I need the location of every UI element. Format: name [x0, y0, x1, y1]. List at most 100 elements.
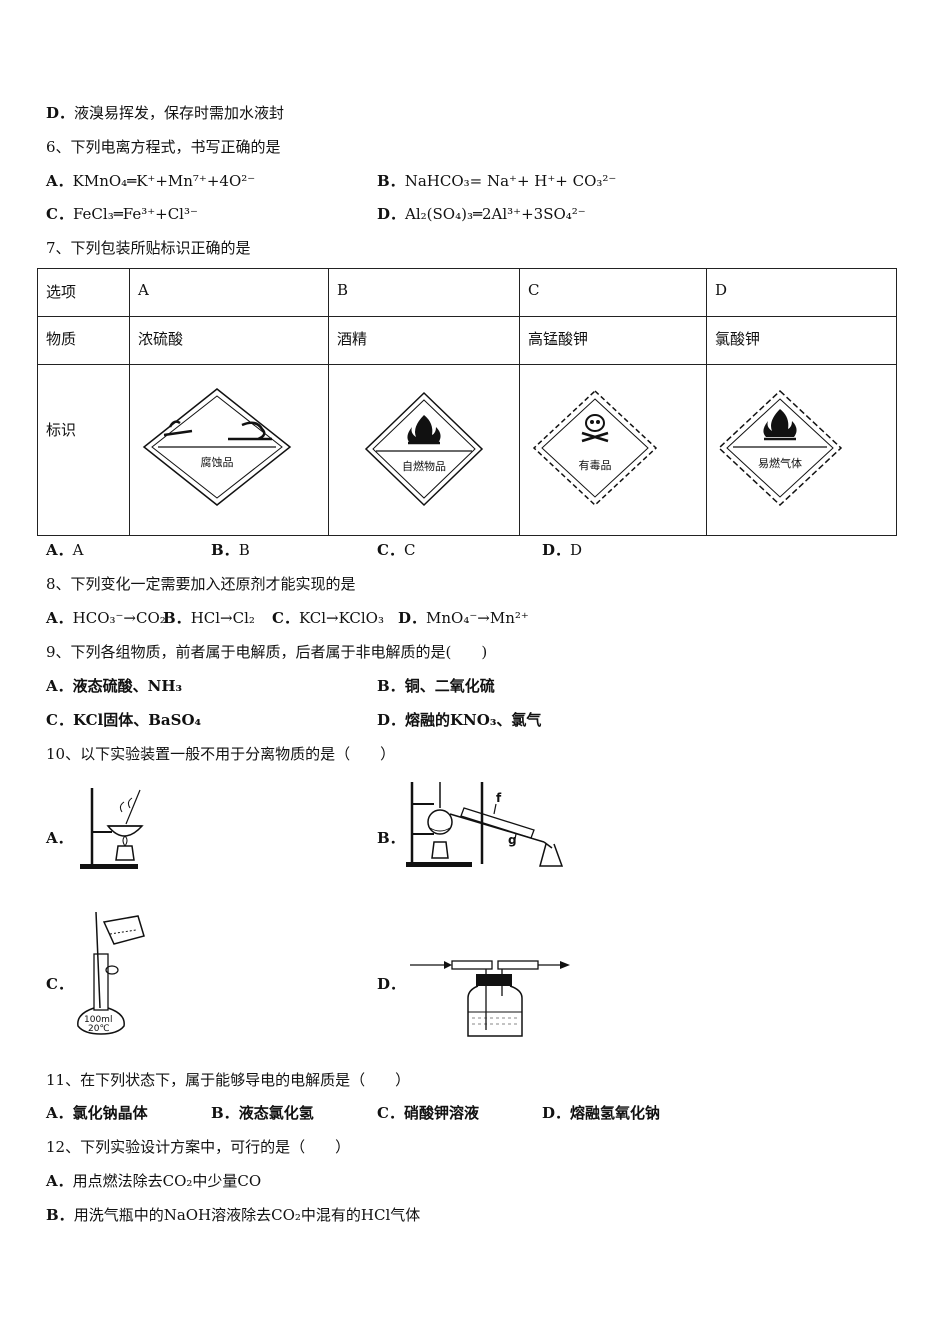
option-label: A． [46, 609, 73, 627]
flammable-gas-icon: 易燃气体 [717, 389, 843, 507]
option-text: 铜、二氧化硫 [404, 677, 495, 695]
q6-option-c: C．FeCl₃═Fe³⁺+Cl³⁻ [46, 204, 198, 224]
option-text: Al₂(SO₄)₃═2Al³⁺+3SO₄²⁻ [405, 205, 586, 223]
table-cell: 选项 [37, 268, 130, 317]
option-text: KCl固体、BaSO₄ [72, 711, 202, 729]
q11-option-a: A．氯化钠晶体 [46, 1103, 148, 1123]
corrosive-hazard-icon: 腐蚀品 [142, 388, 292, 506]
q11-option-c: C．硝酸钾溶液 [377, 1103, 479, 1123]
option-c-cell: C [528, 281, 540, 299]
option-label: A． [46, 1172, 73, 1190]
option-label: B． [211, 1104, 239, 1122]
q6-option-a: A．KMnO₄═K⁺+Mn⁷⁺+4O²⁻ [46, 171, 255, 191]
q5-option-d: D．液溴易挥发，保存时需加水液封 [46, 103, 284, 123]
option-text: HCO₃⁻→CO₂ [72, 609, 166, 627]
mark-g: g [508, 833, 517, 847]
option-label: B． [163, 609, 191, 627]
substance-a: 浓硫酸 [138, 330, 184, 348]
option-label: B． [377, 172, 405, 190]
option-text: A [72, 541, 84, 559]
table-cell: 易燃气体 [706, 364, 897, 536]
q9-stem: 9、下列各组物质，前者属于电解质，后者属于非电解质的是( ) [46, 643, 488, 661]
toxic-label: 有毒品 [579, 458, 612, 472]
q9-option-d: D．熔融的KNO₃、氯气 [377, 710, 541, 730]
q8-option-a: A．HCO₃⁻→CO₂ [46, 608, 166, 628]
substance-d: 氯酸钾 [715, 330, 761, 348]
q7-answer-b: B．B [211, 540, 250, 560]
table-cell: 高锰酸钾 [519, 316, 707, 365]
option-label: C． [272, 609, 299, 627]
table-cell: 浓硫酸 [129, 316, 329, 365]
option-text: 液态氯化氢 [238, 1104, 314, 1122]
mark-f: f [496, 791, 502, 805]
option-label: C． [46, 711, 73, 729]
q8-option-b: B．HCl→Cl₂ [163, 608, 255, 628]
table-cell: 氯酸钾 [706, 316, 897, 365]
q9-option-a: A．液态硫酸、NH₃ [46, 676, 182, 696]
option-text: 液态硫酸、NH₃ [72, 677, 183, 695]
table-cell: D [706, 268, 897, 317]
q10-label-c: C． [46, 975, 73, 993]
option-text: FeCl₃═Fe³⁺+Cl³⁻ [72, 205, 198, 223]
option-label: D． [398, 609, 427, 627]
row-header-option: 选项 [46, 283, 77, 301]
q6-stem: 6、下列电离方程式，书写正确的是 [46, 138, 281, 156]
option-text: D [570, 541, 583, 559]
q11-stem: 11、在下列状态下，属于能够导电的电解质是（ ） [46, 1071, 411, 1089]
option-label: B． [377, 677, 405, 695]
spontaneous-combustion-icon: 自燃物品 [364, 391, 484, 507]
row-header-substance: 物质 [46, 330, 77, 348]
option-text: 硝酸钾溶液 [403, 1104, 479, 1122]
option-d-cell: D [715, 281, 728, 299]
option-label: D． [542, 541, 571, 559]
substance-b: 酒精 [337, 330, 368, 348]
q6-option-b: B．NaHCO₃= Na⁺+ H⁺+ CO₃²⁻ [377, 171, 616, 191]
q6-option-d: D．Al₂(SO₄)₃═2Al³⁺+3SO₄²⁻ [377, 204, 586, 224]
option-label: A． [46, 172, 73, 190]
q8-option-c: C．KCl→KClO₃ [272, 608, 384, 628]
table-cell: 自燃物品 [328, 364, 520, 536]
option-label: C． [377, 1104, 404, 1122]
flask-volume-mark: 100ml [84, 1015, 112, 1025]
q7-answer-a: A．A [46, 540, 83, 560]
row-header-label: 标识 [46, 421, 77, 439]
option-text: 液溴易挥发，保存时需加水液封 [74, 104, 285, 122]
option-text: 氯化钠晶体 [72, 1104, 148, 1122]
q12-option-a: A．用点燃法除去CO₂中少量CO [46, 1171, 261, 1191]
option-text: HCl→Cl₂ [190, 609, 255, 627]
option-label: A． [46, 1104, 73, 1122]
evaporation-apparatus-icon [80, 788, 144, 869]
distillation-apparatus-icon: f g [406, 782, 564, 867]
option-label: C． [377, 541, 404, 559]
option-text: NaHCO₃= Na⁺+ H⁺+ CO₃²⁻ [404, 172, 617, 190]
option-label: B． [46, 1206, 74, 1224]
option-label: C． [46, 205, 73, 223]
option-a-cell: A [138, 281, 149, 299]
table-cell: 有毒品 [519, 364, 707, 536]
option-label: A． [46, 541, 73, 559]
option-text: C [403, 541, 416, 559]
gas-washing-bottle-icon [410, 960, 570, 1037]
q10-label-a: A． [46, 829, 73, 847]
q9-option-b: B．铜、二氧化硫 [377, 676, 495, 696]
q7-table: 选项 A B C D 物质 浓硫酸 酒精 高锰酸钾 氯酸钾 标识 腐蚀品 自燃物… [37, 268, 897, 536]
q10-label-d: D． [377, 975, 406, 993]
table-cell: 标识 [37, 364, 130, 536]
table-cell: A [129, 268, 329, 317]
volumetric-flask-icon: 100ml 20℃ [77, 911, 145, 1035]
q12-option-b: B．用洗气瓶中的NaOH溶液除去CO₂中混有的HCl气体 [46, 1205, 420, 1225]
q9-option-c: C．KCl固体、BaSO₄ [46, 710, 201, 730]
option-text: 用洗气瓶中的NaOH溶液除去CO₂中混有的HCl气体 [73, 1206, 421, 1224]
q10-stem: 10、以下实验装置一般不用于分离物质的是（ ） [46, 745, 396, 763]
option-label: B． [211, 541, 239, 559]
option-label: D． [46, 104, 75, 122]
option-text: B [238, 541, 250, 559]
q11-option-d: D．熔融氢氧化钠 [542, 1103, 660, 1123]
q10-label-b: B． [377, 829, 405, 847]
table-cell: 腐蚀品 [129, 364, 329, 536]
option-text: 熔融氢氧化钠 [570, 1104, 661, 1122]
q7-stem: 7、下列包装所贴标识正确的是 [46, 239, 251, 257]
spontaneous-combustion-label: 自燃物品 [402, 459, 446, 473]
option-label: D． [377, 711, 406, 729]
option-b-cell: B [337, 281, 349, 299]
